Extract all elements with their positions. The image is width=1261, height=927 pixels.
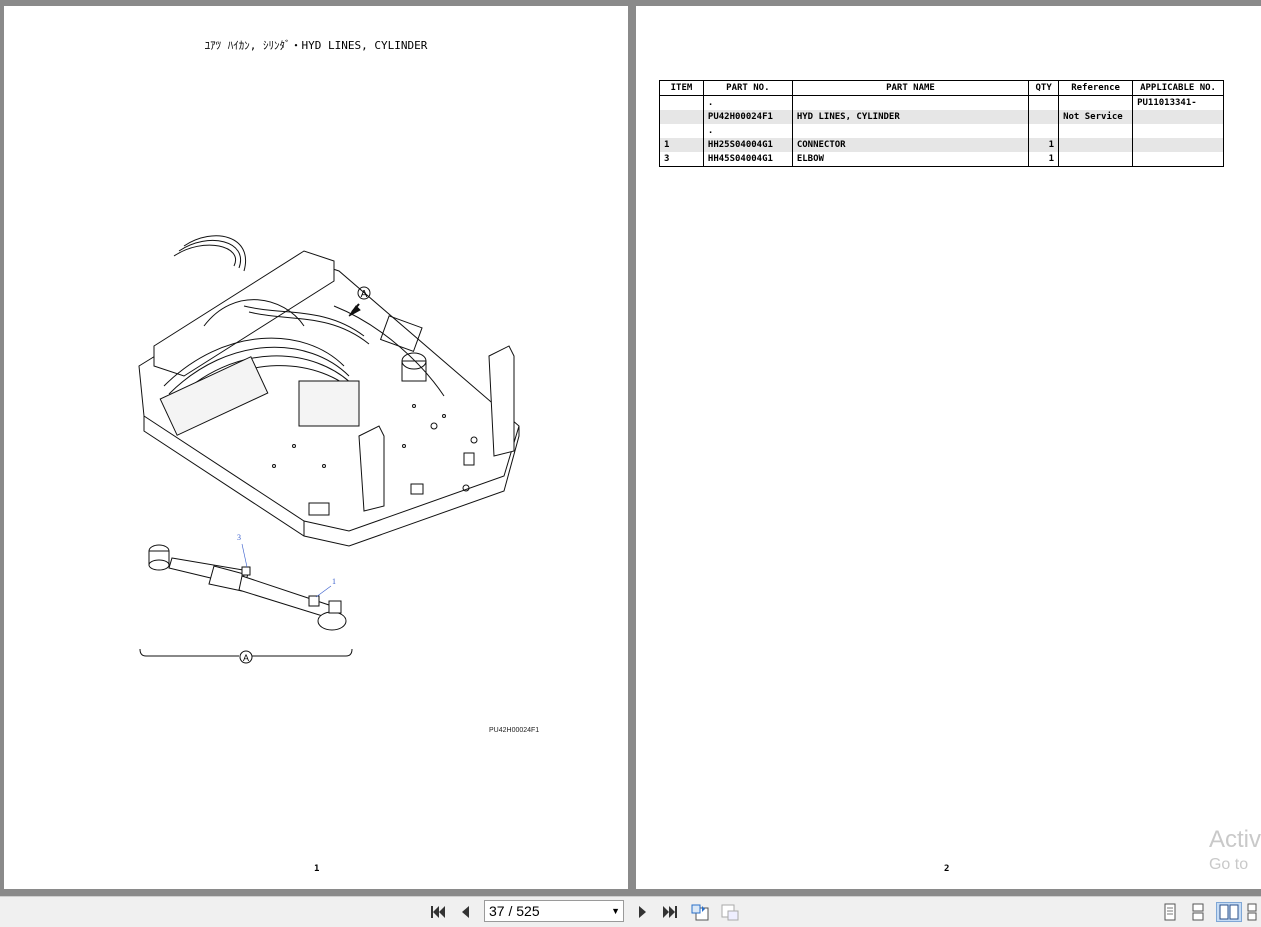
cell-item: [659, 124, 704, 138]
cell-reference: [1058, 124, 1134, 138]
navigation-toolbar: 37 / 525 ▼: [0, 896, 1261, 927]
header-item: ITEM: [659, 80, 704, 96]
last-page-icon[interactable]: [660, 902, 680, 922]
cell-part-no: .: [702, 124, 793, 138]
two-page-view-icon[interactable]: [1216, 902, 1242, 922]
cell-part-no: .: [702, 95, 793, 110]
page-title: ﾕｱﾂ ﾊｲｶﾝ, ｼﾘﾝﾀﾞ・HYD LINES, CYLINDER: [204, 39, 428, 52]
cell-applicable: [1132, 138, 1224, 152]
header-part-no: PART NO.: [702, 80, 793, 96]
cell-applicable: [1132, 124, 1224, 138]
page-number-select[interactable]: 37 / 525 ▼: [484, 900, 624, 922]
header-reference: Reference: [1058, 80, 1134, 96]
cell-item: [659, 95, 704, 110]
header-applicable-no: APPLICABLE NO.: [1132, 80, 1224, 96]
cell-part-name: CONNECTOR: [791, 138, 1030, 152]
table-row: . PU11013341-: [659, 95, 1224, 110]
cell-part-name: HYD LINES, CYLINDER: [791, 110, 1030, 124]
cell-qty: [1028, 110, 1060, 124]
cell-item: 1: [659, 138, 704, 152]
item-3-callout: 3: [237, 533, 241, 542]
left-page: ﾕｱﾂ ﾊｲｶﾝ, ｼﾘﾝﾀﾞ・HYD LINES, CYLINDER: [4, 6, 628, 889]
two-page-continuous-view-icon[interactable]: [1246, 902, 1261, 922]
cell-item: [659, 110, 704, 124]
page-number: 2: [944, 864, 950, 874]
activation-watermark: Activ Go to: [1209, 826, 1261, 874]
continuous-view-icon[interactable]: [1188, 902, 1208, 922]
hydraulic-assembly-illustration: A 3 1 A: [138, 235, 520, 664]
page-number: 1: [314, 864, 320, 874]
go-back-icon[interactable]: [690, 902, 710, 922]
cell-part-no: PU42H00024F1: [702, 110, 793, 124]
cell-qty: [1028, 124, 1060, 138]
cell-reference: [1058, 138, 1134, 152]
go-forward-icon[interactable]: [720, 902, 740, 922]
first-page-icon[interactable]: [428, 902, 448, 922]
cell-reference: [1058, 95, 1134, 110]
prev-page-icon[interactable]: [456, 902, 476, 922]
header-part-name: PART NAME: [791, 80, 1030, 96]
watermark-line-2: Go to: [1208, 856, 1249, 873]
cell-qty: [1028, 95, 1060, 110]
table-row: PU42H00024F1 HYD LINES, CYLINDER Not Ser…: [659, 110, 1224, 124]
parts-table: ITEM PART NO. PART NAME QTY Reference AP…: [659, 80, 1224, 167]
cell-item: 3: [659, 152, 704, 167]
cell-applicable: [1132, 110, 1224, 124]
item-1-callout: 1: [332, 577, 336, 586]
cell-part-name: [791, 124, 1030, 138]
right-page: ITEM PART NO. PART NAME QTY Reference AP…: [636, 6, 1261, 889]
table-header-row: ITEM PART NO. PART NAME QTY Reference AP…: [659, 80, 1224, 96]
cell-reference: Not Service: [1058, 110, 1134, 124]
next-page-icon[interactable]: [632, 902, 652, 922]
cell-reference: [1058, 152, 1134, 167]
view-a-callout: A: [361, 289, 368, 300]
cell-part-name: ELBOW: [791, 152, 1030, 167]
cell-qty: 1: [1028, 138, 1060, 152]
cell-applicable: PU11013341-: [1132, 95, 1224, 110]
cell-qty: 1: [1028, 152, 1060, 167]
table-row: 1 HH25S04004G1 CONNECTOR 1: [659, 138, 1224, 152]
chevron-down-icon: ▼: [611, 906, 620, 916]
cell-applicable: [1132, 152, 1224, 167]
cell-part-no: HH45S04004G1: [702, 152, 793, 167]
page-indicator: 37 / 525: [489, 903, 540, 919]
drawing-id: PU42H00024F1: [489, 727, 540, 734]
header-qty: QTY: [1028, 80, 1060, 96]
cell-part-no: HH25S04004G1: [702, 138, 793, 152]
table-row: .: [659, 124, 1224, 138]
cell-part-name: [791, 95, 1030, 110]
table-row: 3 HH45S04004G1 ELBOW 1: [659, 152, 1224, 167]
watermark-line-1: Activ: [1208, 826, 1261, 853]
single-page-view-icon[interactable]: [1160, 902, 1180, 922]
view-a-label: A: [243, 653, 249, 663]
